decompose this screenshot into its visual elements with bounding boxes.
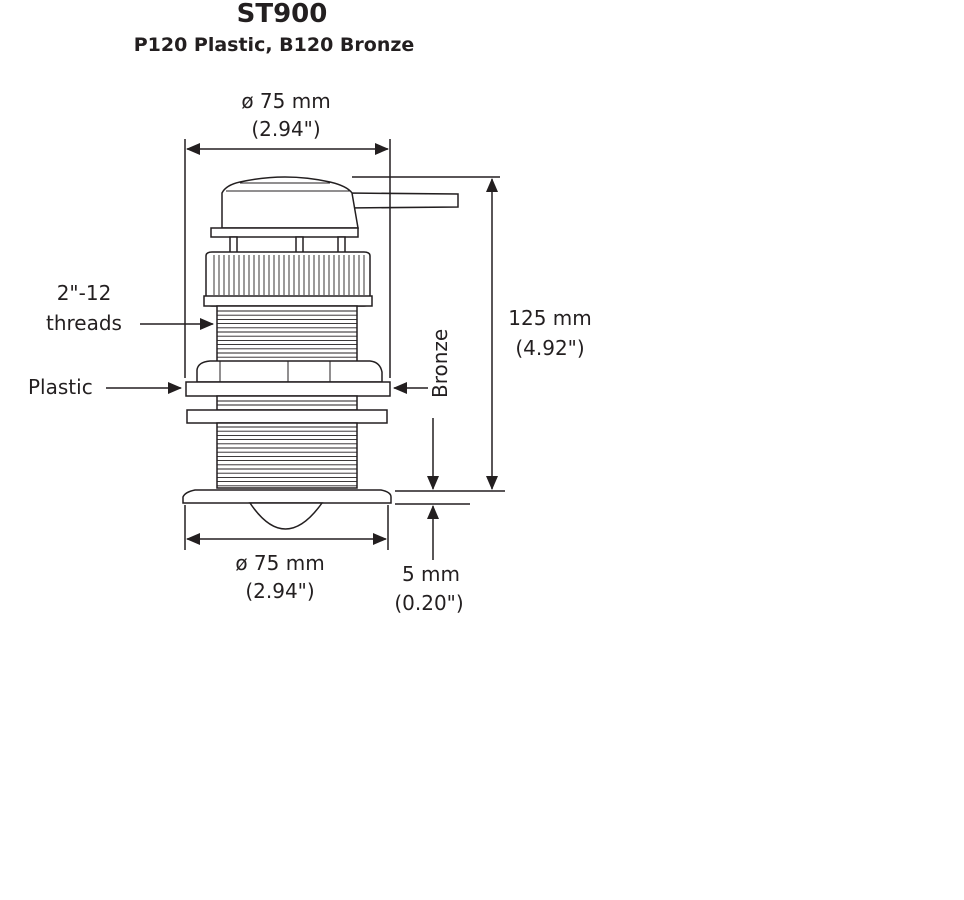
flange-dimension: 5 mm (0.20") (394, 418, 470, 615)
threads-label-line1: 2"-12 (57, 281, 112, 305)
transducer-body (182, 176, 459, 530)
bottom-diameter-inch: (2.94") (245, 579, 314, 603)
plastic-label: Plastic (28, 375, 93, 399)
hull-washer (186, 409, 388, 424)
bottom-diameter-mm: ø 75 mm (235, 551, 324, 575)
upper-threads (217, 310, 357, 358)
diagram-title: ST900 (237, 0, 328, 29)
sensor-dome (248, 502, 324, 530)
bottom-diameter-dimension: ø 75 mm (2.94") (184, 505, 389, 603)
height-mm: 125 mm (508, 306, 592, 330)
cap-dome (221, 176, 359, 229)
locking-washer (185, 381, 391, 397)
cap-band (210, 227, 359, 238)
flange (182, 489, 392, 504)
cable (345, 192, 459, 209)
middle-thread-stem (216, 395, 358, 411)
threads-callout: 2"-12 threads (46, 281, 214, 335)
height-inch: (4.92") (515, 336, 584, 360)
nut-base (203, 295, 373, 307)
height-dimension: 125 mm (4.92") (352, 176, 592, 492)
top-diameter-inch: (2.94") (251, 117, 320, 141)
bronze-label: Bronze (428, 329, 452, 398)
upper-thread-stem (216, 305, 358, 363)
locking-nut (196, 360, 383, 383)
threads-label-line2: threads (46, 311, 122, 335)
bronze-callout: Bronze (393, 329, 452, 398)
plastic-callout: Plastic (28, 375, 182, 399)
top-diameter-mm: ø 75 mm (241, 89, 330, 113)
lower-threads (217, 426, 357, 487)
flange-inch: (0.20") (394, 591, 463, 615)
top-diameter-dimension: ø 75 mm (2.94") (184, 89, 391, 378)
nut-knurling (213, 255, 365, 295)
lower-thread-stem (216, 422, 358, 489)
flange-mm: 5 mm (402, 562, 460, 586)
diagram-subtitle: P120 Plastic, B120 Bronze (134, 34, 415, 56)
